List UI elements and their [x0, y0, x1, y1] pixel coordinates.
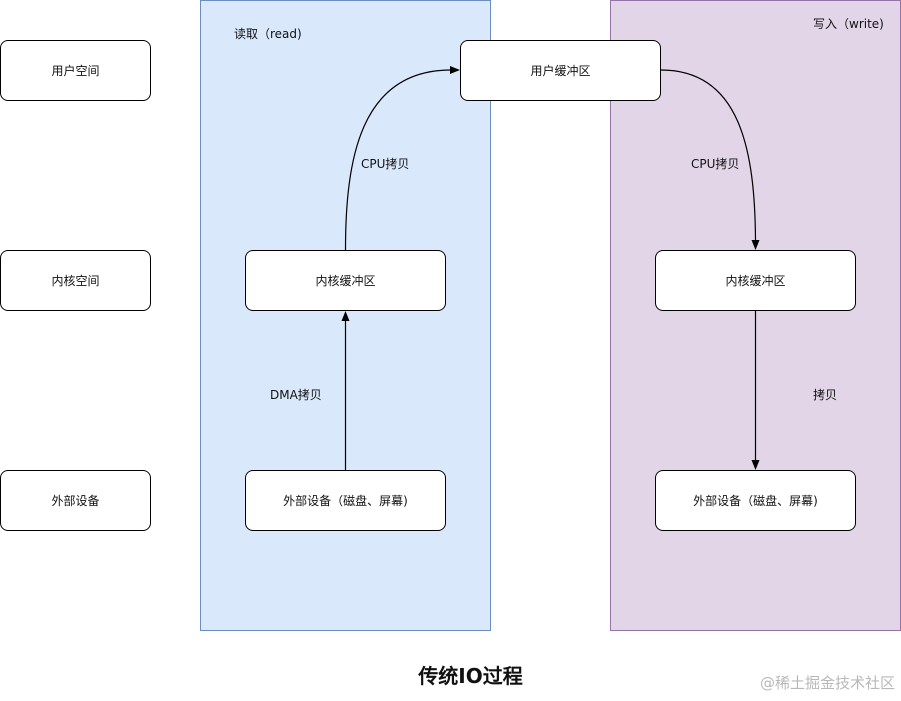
write-device-label: 外部设备（磁盘、屏幕) — [693, 493, 818, 508]
read-device-label: 外部设备（磁盘、屏幕) — [283, 493, 408, 508]
read-dma-copy-label: DMA拷贝 — [270, 388, 322, 402]
user-buffer-node: 用户缓冲区 — [460, 40, 661, 101]
external-device-box: 外部设备 — [0, 470, 151, 531]
kernel-space-label: 内核空间 — [51, 273, 100, 288]
kernel-space-box: 内核空间 — [0, 250, 151, 311]
write-copy-label: 拷贝 — [813, 388, 838, 402]
user-space-box: 用户空间 — [0, 40, 151, 101]
write-kernel-buffer-label: 内核缓冲区 — [725, 273, 786, 288]
read-device-node: 外部设备（磁盘、屏幕) — [245, 470, 446, 531]
read-kernel-buffer-node: 内核缓冲区 — [245, 250, 446, 311]
user-buffer-label: 用户缓冲区 — [530, 63, 591, 78]
read-lane — [200, 0, 491, 631]
watermark: @稀土掘金技术社区 — [759, 674, 895, 692]
write-device-node: 外部设备（磁盘、屏幕) — [655, 470, 856, 531]
external-device-label: 外部设备 — [51, 493, 100, 508]
write-cpu-copy-label: CPU拷贝 — [691, 157, 740, 171]
read-lane-label: 读取（read) — [234, 27, 302, 41]
diagram-caption: 传统IO过程 — [418, 664, 523, 688]
user-space-label: 用户空间 — [51, 63, 100, 78]
write-lane-label: 写入（write) — [813, 17, 884, 31]
read-cpu-copy-label: CPU拷贝 — [361, 157, 410, 171]
write-kernel-buffer-node: 内核缓冲区 — [655, 250, 856, 311]
read-kernel-buffer-label: 内核缓冲区 — [315, 273, 376, 288]
